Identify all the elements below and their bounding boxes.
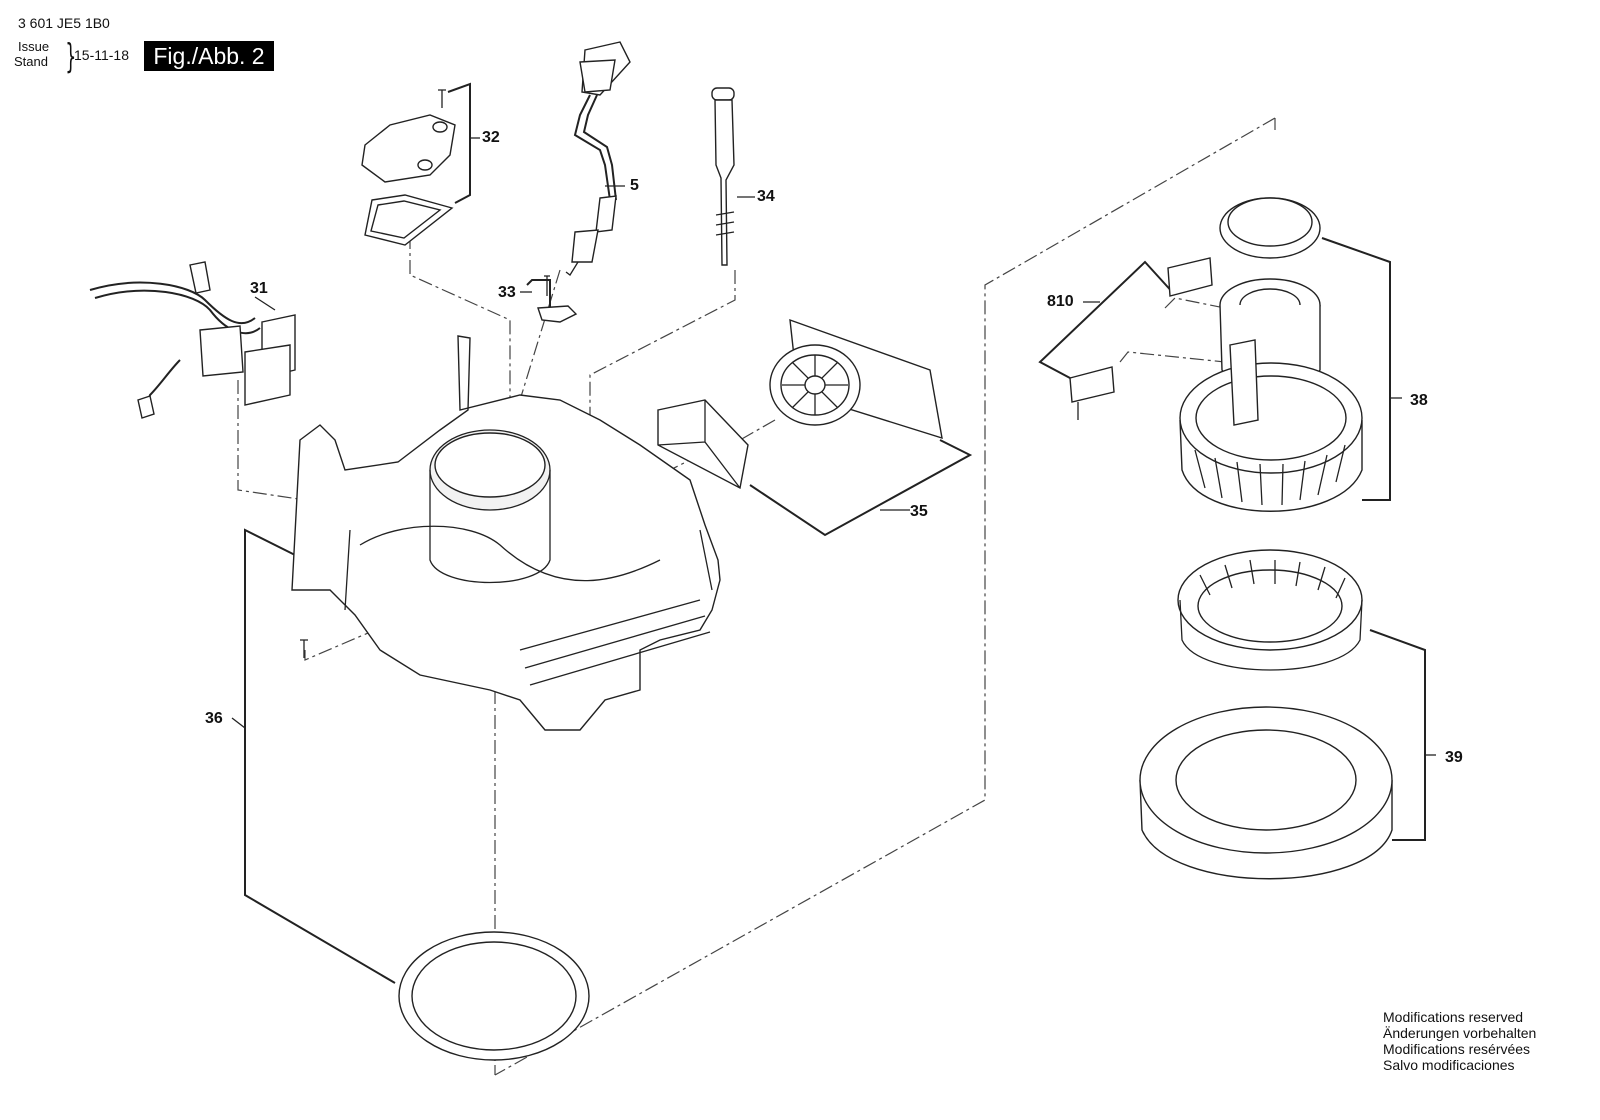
part-33-clamp	[537, 275, 578, 323]
part-36-main-housing	[291, 335, 721, 731]
issue-date: 15-11-18	[74, 47, 130, 63]
figure-label: Fig./Abb. 2	[144, 41, 274, 71]
seal-ring	[398, 931, 590, 1061]
issue-label: Issue	[18, 39, 50, 54]
callout-32: 32	[482, 129, 500, 146]
notice-line-en: Modifications reserved	[1383, 1009, 1524, 1025]
part-38-motor	[1069, 197, 1363, 512]
part-34-rod	[711, 87, 735, 266]
modifications-notice: Modifications reserved Änderungen vorbeh…	[1383, 1009, 1536, 1073]
notice-line-de: Änderungen vorbehalten	[1383, 1025, 1537, 1041]
callout-39: 39	[1445, 749, 1463, 766]
callout-brackets	[231, 82, 1436, 984]
brace-icon: }	[65, 37, 77, 77]
part-32-cover-plate	[361, 89, 456, 246]
stand-label: Stand	[14, 54, 48, 69]
callout-38: 38	[1410, 392, 1428, 409]
callout-36: 36	[205, 710, 223, 727]
notice-line-es: Salvo modificaciones	[1383, 1057, 1515, 1073]
callout-33: 33	[498, 284, 516, 301]
callout-35: 35	[910, 503, 928, 520]
callout-31: 31	[250, 280, 268, 297]
part-35-fan-cover	[657, 318, 943, 490]
callout-34: 34	[757, 188, 775, 205]
doc-number: 3 601 JE5 1B0	[18, 15, 110, 31]
part-39-filter-ring	[1139, 549, 1393, 880]
part-31-wiring-harness	[89, 261, 296, 419]
notice-line-fr: Modifications resérvées	[1383, 1041, 1531, 1057]
part-5-cable	[565, 41, 631, 276]
callout-810: 810	[1047, 293, 1074, 310]
callout-5: 5	[630, 177, 639, 194]
